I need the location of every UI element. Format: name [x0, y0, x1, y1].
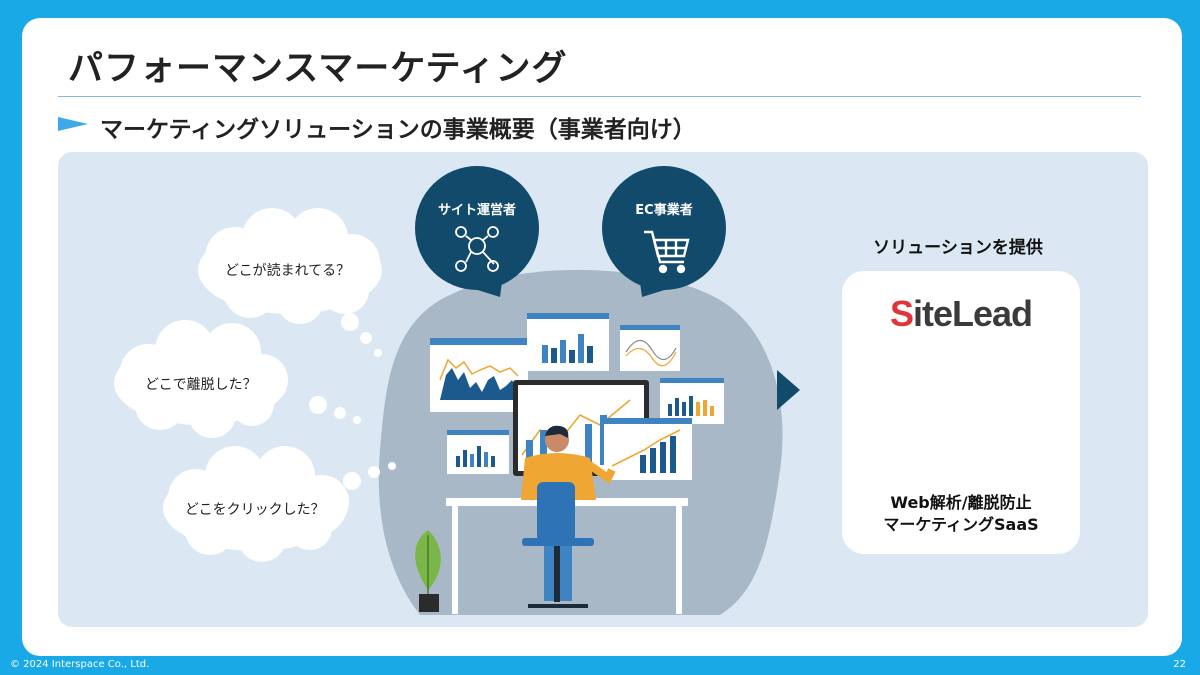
play-arrow-icon — [777, 370, 800, 410]
play-arrow-icon — [58, 117, 88, 131]
potted-plant — [415, 530, 441, 612]
footer-copyright: © 2024 Interspace Co., Ltd. — [10, 659, 150, 670]
solution-card: SiteLead Web解析/離脱防止 マーケティングSaaS — [842, 271, 1080, 554]
solution-desc-line2: マーケティングSaaS — [883, 515, 1039, 534]
dashboard-window-2 — [527, 313, 609, 371]
pin-site-operator — [415, 166, 539, 297]
slide-subtitle: マーケティングソリューションの事業概要（事業者向け） — [100, 117, 696, 143]
cloud-bubble-3 — [163, 446, 349, 562]
dashboard-window-4 — [660, 378, 724, 424]
people-network-icon — [455, 226, 499, 272]
bubble-text-where-read: どこが読まれてる？ — [225, 263, 351, 279]
pin-label-ec-operator: EC事業者 — [635, 203, 693, 218]
bubble-text-where-left: どこで離脱した？ — [145, 377, 257, 393]
page-number: 22 — [1173, 659, 1186, 670]
solution-desc-line1: Web解析/離脱防止 — [890, 493, 1032, 512]
bubble-text-where-clicked: どこをクリックした？ — [185, 502, 325, 518]
dashboard-window-3 — [620, 325, 680, 371]
cloud-bubble-1 — [198, 208, 382, 324]
solution-heading: ソリューションを提供 — [873, 238, 1043, 258]
person-at-desk — [521, 425, 616, 608]
dashboard-window-1 — [430, 338, 528, 412]
cloud-bubble-2 — [114, 320, 288, 438]
shopping-cart-icon — [644, 230, 690, 274]
title-divider — [58, 96, 1141, 97]
pin-ec-operator — [602, 166, 726, 297]
slide-title: パフォーマンスマーケティング — [68, 49, 568, 89]
dashboard-window-5 — [447, 430, 509, 474]
dashboard-window-6 — [604, 418, 692, 480]
pin-label-site-operator: サイト運営者 — [437, 203, 516, 218]
thought-dots — [309, 313, 396, 490]
sitelead-logo: SiteLead — [889, 293, 1033, 334]
